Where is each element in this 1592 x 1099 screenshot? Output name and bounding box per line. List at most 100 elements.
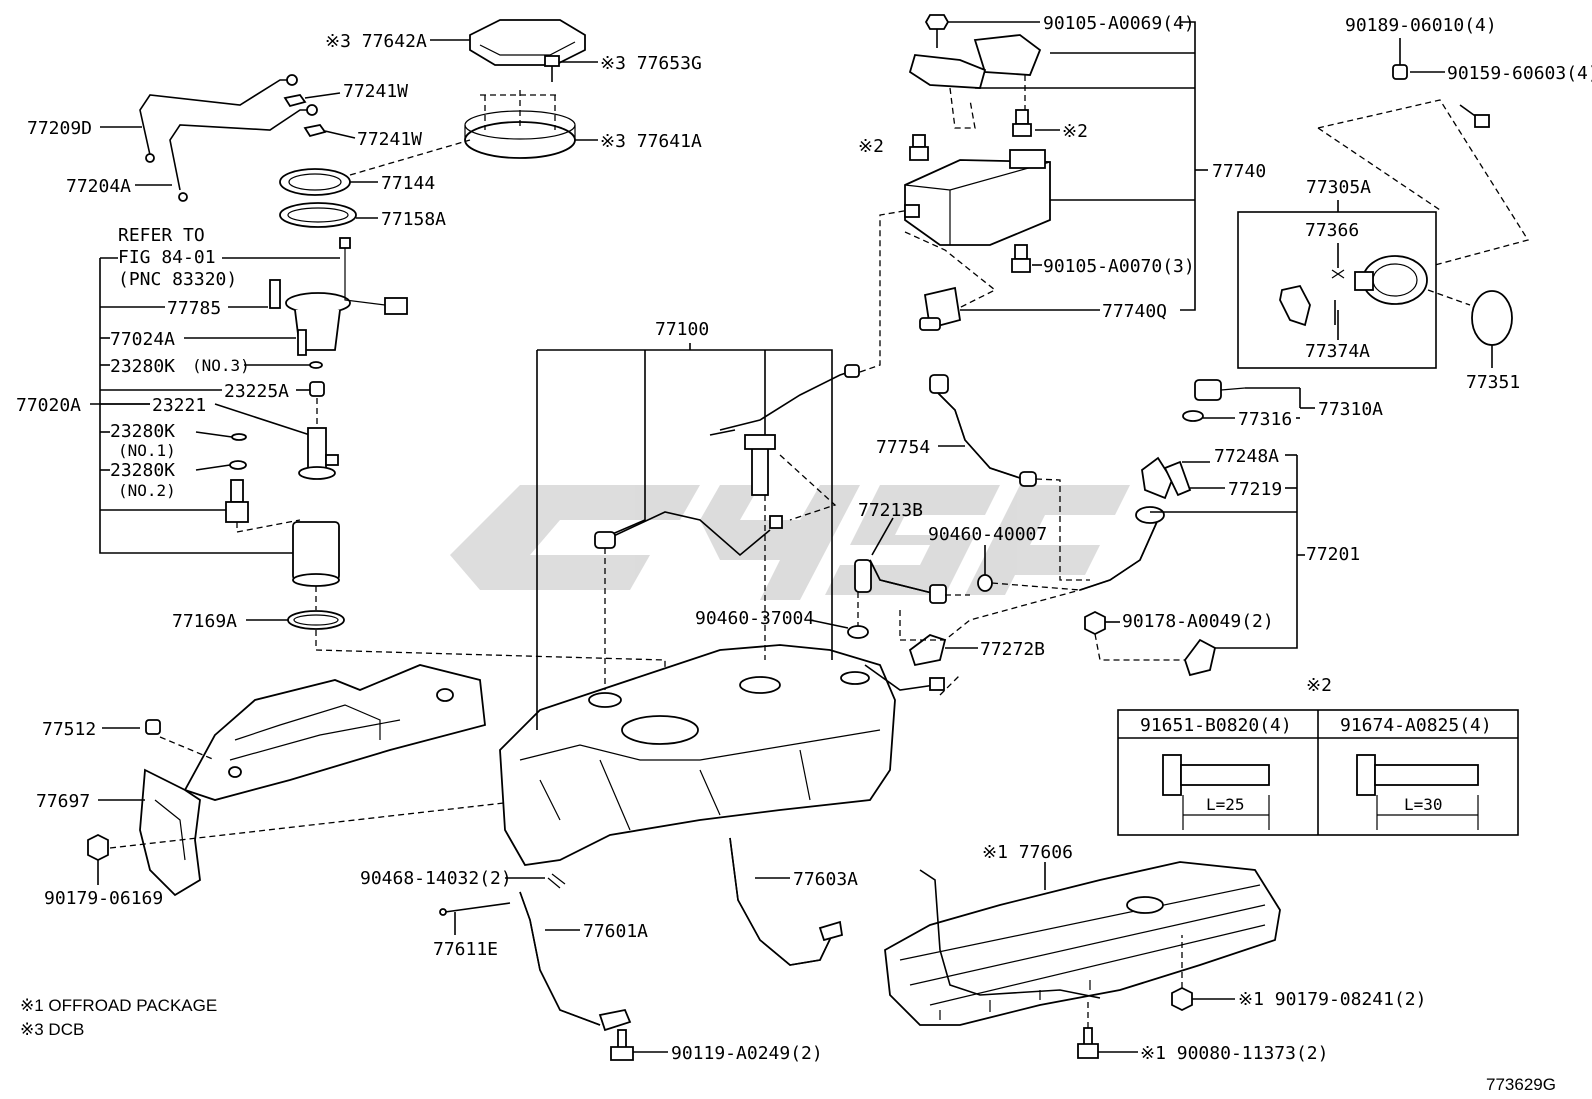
gasket-77158A: [279, 202, 357, 228]
refer-line-2: FIG 84-01: [118, 247, 216, 268]
label-23280K-1: 23280K: [110, 421, 175, 442]
label-90119-A0249: 90119-A0249(2): [671, 1043, 823, 1064]
label-90189-06010: 90189-06010(4): [1345, 15, 1497, 36]
vent-valve: [744, 434, 776, 496]
filter-77740Q: [919, 286, 962, 331]
sender-77024A: [297, 329, 307, 356]
label-77642A: ※3 77642A: [325, 31, 427, 52]
label-77512: 77512: [42, 719, 96, 740]
refer-line-1: REFER TO: [118, 225, 205, 246]
gasket-77169A: [287, 610, 345, 630]
bolt-spec-table: [1117, 709, 1519, 836]
label-90080-11373: ※1 90080-11373(2): [1140, 1043, 1328, 1064]
label-90460-37004: 90460-37004: [695, 608, 814, 629]
strap-77601A: [519, 891, 632, 1032]
bolt-90105-A0070: [1011, 244, 1031, 273]
note-dcb: ※3 DCB: [20, 1020, 84, 1039]
label-77740Q: 77740Q: [1102, 301, 1167, 322]
figure-id: 773629G: [1486, 1075, 1556, 1094]
label-no1: (NO.1): [118, 441, 176, 460]
label-77310A: 77310A: [1318, 399, 1383, 420]
label-90468-14032: 90468-14032(2): [360, 868, 512, 889]
retainer-ring-77641A: [464, 110, 576, 159]
clip-77241W-upper: [283, 94, 307, 108]
bolt-90105-A0069: [924, 14, 950, 48]
label-77213B: 77213B: [858, 500, 923, 521]
screw-90159-60603: [1459, 104, 1490, 128]
label-77366: 77366: [1305, 220, 1359, 241]
note-offroad: ※1 OFFROAD PACKAGE: [20, 996, 217, 1015]
clip-77241W-lower: [303, 124, 327, 138]
label-23280K-2: 23280K: [110, 460, 175, 481]
filler-door-housing: [1354, 255, 1428, 305]
label-77785: 77785: [167, 298, 221, 319]
label-77209D: 77209D: [27, 118, 92, 139]
table-length-91674: L=30: [1404, 795, 1443, 814]
label-77611E: 77611E: [433, 939, 498, 960]
label-23225A: 23225A: [224, 381, 289, 402]
nut-90179-06169: [87, 833, 109, 862]
cap-77310A: [1194, 379, 1246, 401]
label-77241W-1: 77241W: [343, 81, 408, 102]
filler-pipe-77201: [1079, 506, 1165, 591]
label-no2: (NO.2): [118, 481, 176, 500]
table-col-91651: 91651-B0820(4): [1140, 715, 1292, 736]
bolt-91674-drawing: [1356, 754, 1479, 830]
regulator: [225, 479, 249, 523]
filter-housing: [292, 521, 340, 587]
bolt-x2-right: [1012, 109, 1032, 137]
heat-shield-77697: [139, 768, 201, 897]
label-77606: ※1 77606: [982, 842, 1073, 863]
bolt-90119-A0249: [610, 1029, 634, 1061]
strap-77603A: [729, 837, 844, 966]
label-77374A: 77374A: [1305, 341, 1370, 362]
hose-77754: [929, 374, 1037, 487]
label-77169A: 77169A: [172, 611, 237, 632]
label-77241W-2: 77241W: [357, 129, 422, 150]
label-77219: 77219: [1228, 479, 1282, 500]
refer-line-3: (PNC 83320): [118, 269, 237, 290]
label-77601A: 77601A: [583, 921, 648, 942]
bolt-x2-left: [909, 134, 929, 161]
hose-77248A: [1141, 456, 1174, 500]
pin-77611E: [439, 902, 511, 916]
gasket-77316: [1182, 410, 1204, 422]
hose-77213B: [854, 559, 947, 604]
door-77351: [1471, 290, 1513, 346]
fuel-pump-bracket: [269, 237, 408, 351]
bolt-91651-drawing: [1162, 754, 1270, 830]
fuel-tank-77100: [499, 644, 896, 866]
canister-77740: [904, 149, 1051, 246]
label-77351: 77351: [1466, 372, 1520, 393]
label-77144: 77144: [381, 173, 435, 194]
label-90460-40007: 90460-40007: [928, 524, 1047, 545]
nut-90179-08241: [1171, 986, 1193, 1012]
clamp-90460-40007: [977, 574, 993, 592]
label-77641A: ※3 77641A: [600, 131, 702, 152]
label-77740: 77740: [1212, 161, 1266, 182]
label-no3: (NO.3): [192, 356, 250, 375]
label-77201: 77201: [1306, 544, 1360, 565]
label-77754: 77754: [876, 437, 930, 458]
label-77248A: 77248A: [1214, 446, 1279, 467]
label-77272B: 77272B: [980, 639, 1045, 660]
label-77204A: 77204A: [66, 176, 131, 197]
table-col-91674: 91674-A0825(4): [1340, 715, 1492, 736]
label-77603A: 77603A: [793, 869, 858, 890]
label-77100: 77100: [655, 319, 709, 340]
watermark-logo: [450, 485, 1130, 600]
pin-90468-14032: [547, 873, 566, 889]
table-length-91651: L=25: [1206, 795, 1245, 814]
label-x2-table: ※2: [1306, 675, 1332, 696]
label-x2-right: ※2: [1062, 121, 1088, 142]
nut-90178-A0049: [1084, 610, 1106, 636]
label-77158A: 77158A: [381, 209, 446, 230]
pump-23221: [298, 427, 339, 480]
label-90105-A0069: 90105-A0069(4): [1043, 13, 1195, 34]
label-90178-A0049: 90178-A0049(2): [1122, 611, 1274, 632]
heat-shield-77512: [183, 664, 486, 801]
label-77316: 77316: [1238, 409, 1292, 430]
bracket-filler: [1183, 638, 1217, 677]
label-77020A: 77020A: [16, 395, 81, 416]
